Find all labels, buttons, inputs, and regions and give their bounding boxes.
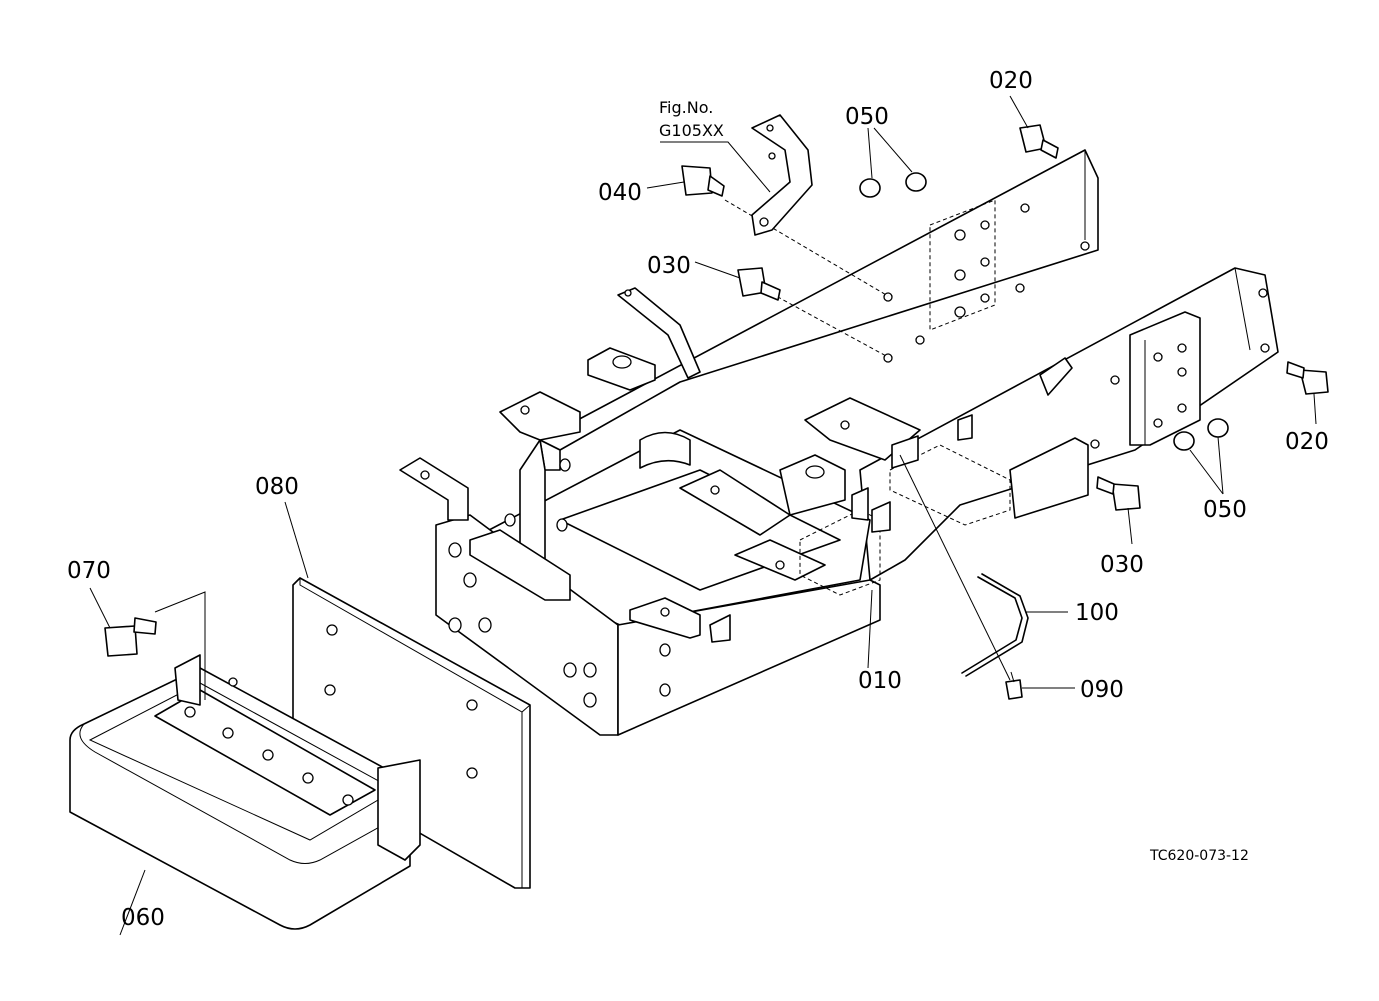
callout-010: 010 [858, 668, 902, 694]
callout-030-upper: 030 [647, 253, 691, 279]
washers-050-right [1173, 418, 1229, 451]
bolt-020-right [1286, 361, 1329, 395]
callout-090: 090 [1080, 677, 1124, 703]
rod-100 [961, 573, 1029, 677]
callout-050-top: 050 [845, 104, 889, 130]
screw-090 [1005, 671, 1023, 700]
weight-060 [69, 654, 421, 930]
frame-010 [399, 149, 1279, 736]
bolt-070 [104, 617, 157, 657]
bolt-030-lower [1096, 476, 1141, 511]
figure-reference-label: Fig.No. [659, 98, 713, 117]
callout-020-top: 020 [989, 68, 1033, 94]
callout-060: 060 [121, 905, 165, 931]
bracket-g105xx [751, 114, 813, 236]
callout-080: 080 [255, 474, 299, 500]
leader-lines [89, 95, 1317, 936]
callout-050-right: 050 [1203, 497, 1247, 523]
figure-reference-number: G105XX [659, 121, 724, 140]
drawing-code: TC620-073-12 [1149, 848, 1249, 864]
washers-050-top [859, 172, 927, 198]
bolt-030-upper [737, 267, 781, 301]
bolt-040 [681, 165, 725, 197]
callout-100: 100 [1075, 600, 1119, 626]
callout-070: 070 [67, 558, 111, 584]
bolt-020-top [1019, 124, 1059, 159]
callout-020-right: 020 [1285, 429, 1329, 455]
callout-030-lower: 030 [1100, 552, 1144, 578]
callout-040: 040 [598, 180, 642, 206]
